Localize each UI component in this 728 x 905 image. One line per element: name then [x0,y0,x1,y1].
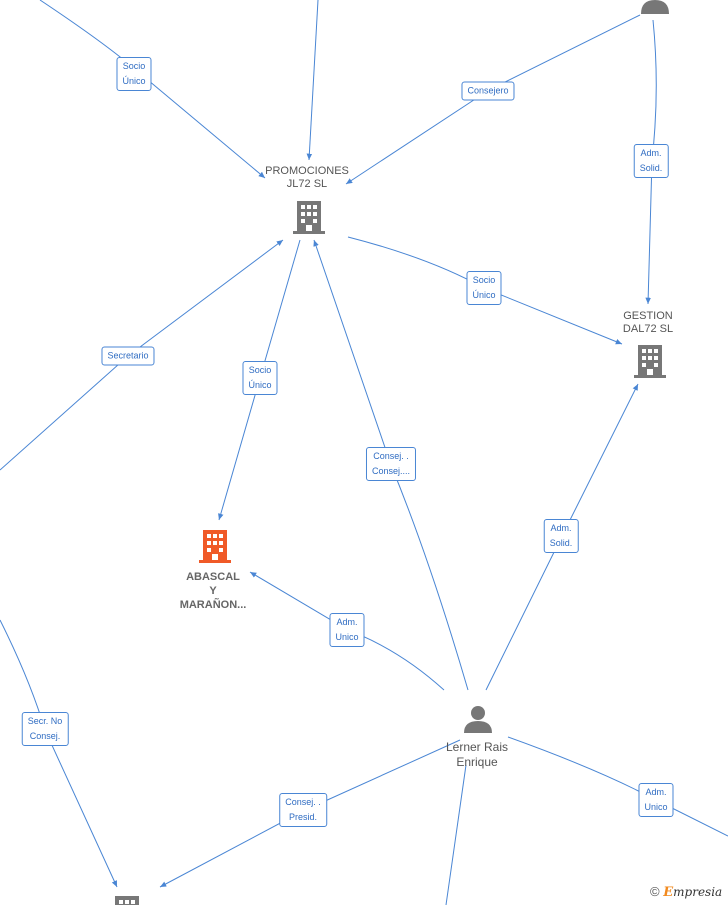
node-label-gestion[interactable]: GESTION DAL72 SL [622,310,674,335]
edge-label[interactable]: Consej. .Consej.... [365,447,417,481]
edge-label[interactable]: Adm.Solid. [633,144,669,178]
edge-label[interactable]: Adm.Unico [638,783,674,817]
edge-line [507,736,728,837]
building-icon[interactable] [293,201,325,234]
person-icon[interactable] [464,706,492,733]
brand-logo-text: mpresia [673,885,723,899]
building-icon[interactable] [115,896,139,905]
brand-logo-e: E [663,885,674,900]
edge-label[interactable]: Secretario [101,346,155,366]
brand-watermark: © Empresia [650,884,722,900]
edge-label[interactable]: Consej. .Presid. [279,793,327,827]
focus-building-icon[interactable] [199,530,231,563]
node-label-abascal[interactable]: ABASCAL Y MARAÑON... [179,571,247,611]
node-label-promociones[interactable]: PROMOCIONES JL72 SL [265,165,349,190]
building-icon[interactable] [634,345,666,378]
edge-label[interactable]: Adm.Solid. [543,519,579,553]
edge-line [445,764,467,905]
edge-line [0,619,118,888]
edge-line [306,0,319,161]
edge-label[interactable]: Consejero [461,81,515,101]
person-icon[interactable] [641,0,669,14]
node-label-lerner[interactable]: Lerner Rais Enrique [445,740,509,769]
edge-line [39,0,266,179]
edge-label[interactable]: Adm.Unico [329,613,365,647]
copyright-symbol: © [650,884,660,899]
